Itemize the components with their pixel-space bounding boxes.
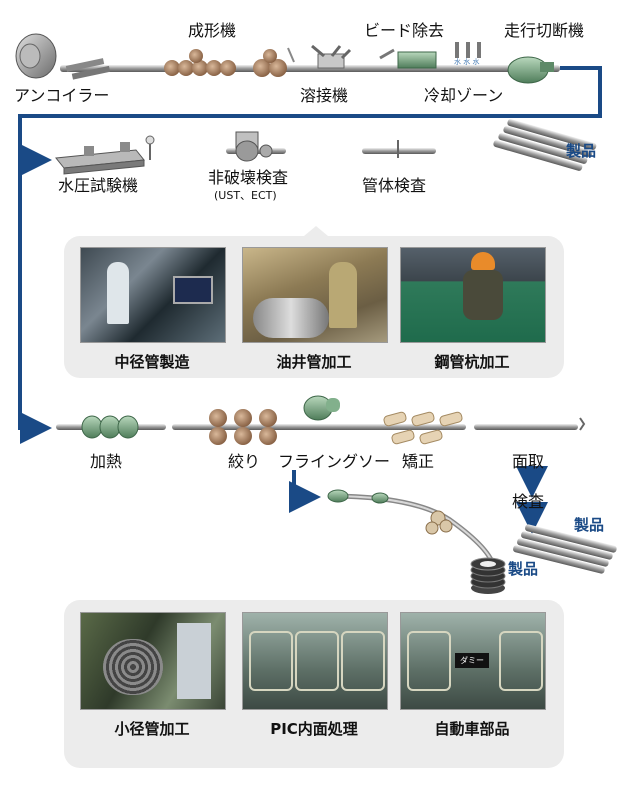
worker-helmet (471, 252, 495, 270)
label-reducing: 絞り (228, 452, 261, 471)
flow-connector (18, 66, 602, 534)
photo-medium-pipe-manufacturing (80, 247, 226, 343)
label-ndt-sub: (UST、ECT) (214, 189, 277, 202)
label-flying-saw: フライングソー (278, 452, 391, 471)
label-forming: 成形機 (188, 21, 237, 40)
product-pipes-lower (513, 524, 617, 574)
caption-small-pipe: 小径管加工 (114, 720, 190, 738)
product-pipes (493, 119, 597, 171)
equipment-frame (177, 623, 211, 699)
forming-rolls (164, 49, 287, 77)
label-cooling-zone: 冷却ゾーン (424, 86, 504, 105)
caption-oil-well-pipe: 油井管加工 (276, 353, 352, 371)
caption-automotive: 自動車部品 (434, 720, 510, 738)
machine-bay-3 (341, 631, 385, 691)
caption-medium-pipe: 中径管製造 (114, 353, 190, 371)
label-straightening: 矯正 (402, 452, 435, 471)
svg-text:水 水 水: 水 水 水 (454, 57, 479, 66)
label-flying-cutter: 走行切断機 (504, 21, 585, 40)
label-uncoiler: アンコイラー (14, 86, 110, 105)
label-heating: 加熱 (90, 452, 123, 471)
bead-removal-machine (379, 48, 437, 69)
photo-steel-pipe-pile (400, 247, 546, 343)
machine-bay-1 (249, 631, 293, 691)
worker-figure-2 (329, 262, 357, 328)
cooling-nozzles: 水 水 水 (454, 42, 481, 66)
straightening-rolls (383, 411, 463, 445)
machine-bay-b (499, 631, 543, 691)
worker-figure (107, 262, 129, 324)
photo-small-pipe-processing (80, 612, 226, 710)
ndt-machine (226, 131, 286, 162)
label-inspection: 検査 (512, 492, 545, 511)
dummy-tag: ダミー (455, 653, 489, 668)
label-bead-removal: ビード除去 (364, 21, 445, 40)
label-chamfer: 面取 (512, 452, 545, 471)
photo-pic-inner-treatment (242, 612, 388, 710)
label-hydro-test: 水圧試験機 (58, 176, 139, 195)
small-tube-line (327, 489, 497, 569)
coil-stack (103, 639, 163, 695)
tube-coil-product (470, 557, 506, 594)
machine-bay-a (407, 631, 451, 691)
label-product-right: 製品 (574, 516, 605, 534)
pipe-inspection-pipe (362, 140, 436, 158)
monitor-screen (173, 276, 213, 304)
flying-cutter (507, 56, 554, 84)
label-pipe-inspection: 管体検査 (362, 176, 427, 195)
caption-steel-pipe-pile: 鋼管杭加工 (434, 353, 510, 371)
label-product-coil: 製品 (508, 560, 539, 578)
label-ndt: 非破壊検査 (208, 168, 289, 187)
flying-saw (303, 395, 340, 421)
uncoiler-machine (15, 33, 111, 80)
reducing-rolls (209, 409, 277, 445)
label-product-top: 製品 (566, 142, 597, 160)
machine-bay-2 (295, 631, 339, 691)
photo-automotive-parts: ダミー (400, 612, 546, 710)
label-welding: 溶接機 (300, 86, 349, 105)
heating-coils (81, 415, 139, 439)
welding-machine (287, 44, 352, 69)
worker-body (463, 270, 503, 320)
pipe-end (253, 298, 329, 338)
hydro-test-machine (55, 135, 155, 175)
caption-pic: PIC内面処理 (270, 720, 358, 738)
panel1-notch (304, 226, 328, 236)
photo-oil-well-pipe (242, 247, 388, 343)
line1-pipe (60, 65, 560, 72)
